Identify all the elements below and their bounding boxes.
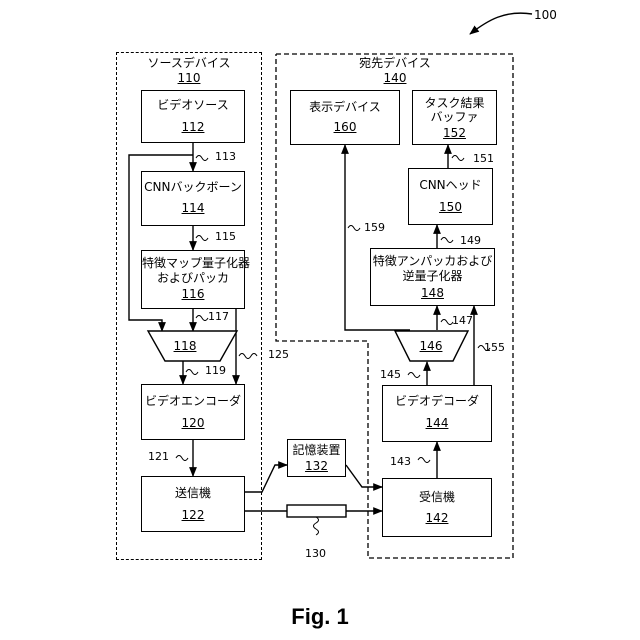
ref-159: 159	[364, 222, 385, 234]
unpacker-dequantizer-num: 148	[371, 286, 494, 300]
video-encoder-num: 120	[142, 416, 244, 430]
ref-151: 151	[473, 153, 494, 165]
quantizer-packer-line2: およびパッカ	[142, 271, 244, 285]
ref-147: 147	[452, 315, 473, 327]
ref-113: 113	[215, 151, 236, 163]
video-encoder-block: ビデオエンコーダ 120	[141, 384, 245, 440]
cnn-head-block: CNNヘッド 150	[408, 168, 493, 225]
cnn-backbone-num: 114	[142, 201, 244, 215]
storage-block: 記憶装置 132	[287, 439, 346, 477]
ref-115: 115	[215, 231, 236, 243]
unpacker-dequantizer-line1: 特徴アンパッカおよび	[371, 254, 494, 268]
storage-num: 132	[288, 459, 345, 473]
ref-125: 125	[268, 349, 289, 361]
demux-146-num: 146	[418, 339, 444, 353]
ref-143: 143	[390, 456, 411, 468]
unpacker-dequantizer-line2: 逆量子化器	[371, 269, 494, 283]
video-source-block: ビデオソース 112	[141, 90, 245, 143]
dest-device-title: 宛先デバイス	[350, 56, 440, 70]
ref-121: 121	[148, 451, 169, 463]
task-buffer-num: 152	[413, 126, 496, 140]
video-decoder-label: ビデオデコーダ	[383, 394, 491, 408]
video-encoder-label: ビデオエンコーダ	[142, 394, 244, 408]
mux-118-num: 118	[172, 339, 198, 353]
video-source-label: ビデオソース	[142, 98, 244, 112]
display-device-block: 表示デバイス 160	[290, 90, 400, 145]
task-buffer-line1: タスク結果	[413, 96, 496, 110]
ref-119: 119	[205, 365, 226, 377]
ref-145: 145	[380, 369, 401, 381]
transmitter-block: 送信機 122	[141, 476, 245, 532]
receiver-label: 受信機	[383, 490, 491, 504]
ref-149: 149	[460, 235, 481, 247]
ref-117: 117	[208, 311, 229, 323]
cnn-head-num: 150	[409, 200, 492, 214]
cnn-backbone-block: CNNバックボーン 114	[141, 171, 245, 226]
task-buffer-block: タスク結果 バッファ 152	[412, 90, 497, 145]
quantizer-packer-line1: 特徴マップ量子化器	[142, 256, 244, 270]
task-buffer-line2: バッファ	[413, 110, 496, 124]
cnn-backbone-label: CNNバックボーン	[142, 180, 244, 194]
figure-caption: Fig. 1	[0, 604, 640, 630]
dest-device-num: 140	[382, 71, 408, 85]
ref-130: 130	[305, 548, 326, 560]
transmitter-label: 送信機	[142, 486, 244, 500]
video-decoder-num: 144	[383, 416, 491, 430]
video-decoder-block: ビデオデコーダ 144	[382, 385, 492, 442]
receiver-num: 142	[383, 511, 491, 525]
ref-155: 155	[484, 342, 505, 354]
quantizer-packer-num: 116	[142, 287, 244, 301]
video-source-num: 112	[142, 120, 244, 134]
display-device-num: 160	[291, 120, 399, 134]
unpacker-dequantizer-block: 特徴アンパッカおよび 逆量子化器 148	[370, 248, 495, 306]
cnn-head-label: CNNヘッド	[409, 178, 492, 192]
display-device-label: 表示デバイス	[291, 100, 399, 114]
quantizer-packer-block: 特徴マップ量子化器 およびパッカ 116	[141, 250, 245, 309]
transmitter-num: 122	[142, 508, 244, 522]
storage-label: 記憶装置	[288, 443, 345, 457]
receiver-block: 受信機 142	[382, 478, 492, 537]
